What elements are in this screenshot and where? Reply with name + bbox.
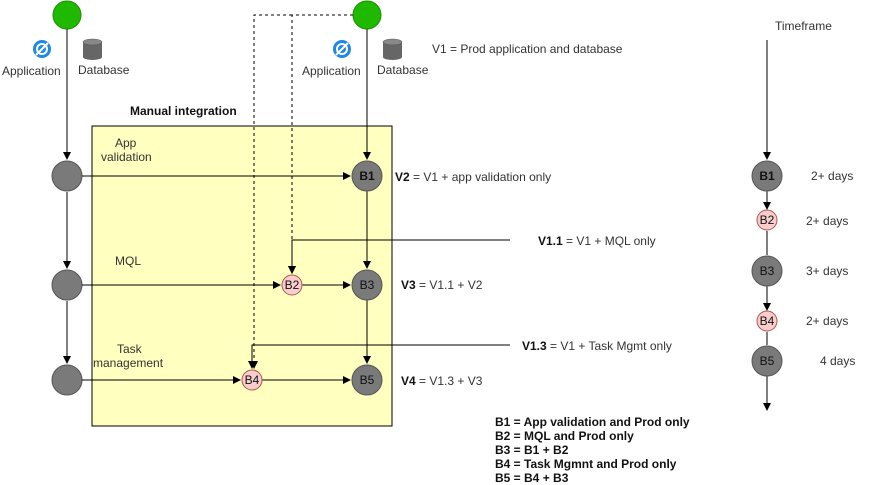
v2-rest: = V1 + app validation only — [410, 170, 551, 184]
v1-legend: V1 = Prod application and database — [432, 42, 623, 56]
v1-3-rest: = V1 + Task Mgmt only — [547, 339, 672, 353]
v4-rest: = V1.3 + V3 — [416, 374, 483, 388]
left-node-row3 — [51, 364, 83, 396]
node-b4 — [241, 369, 263, 391]
database-label-right: Database — [377, 63, 429, 77]
legend-line: B1 = App validation and Prod only — [495, 415, 690, 429]
v1-1-annotation: V1.1 = V1 + MQL only — [538, 234, 656, 248]
timeframe-duration: 2+ days — [806, 314, 848, 328]
application-label-left: Application — [2, 64, 61, 78]
timeframe-node-b1-label: B1 — [759, 169, 775, 183]
start-node-right — [352, 0, 382, 30]
database-icon — [382, 38, 403, 60]
v4-key: V4 — [401, 374, 416, 388]
node-b3 — [351, 269, 383, 301]
timeframe-node-b2 — [756, 209, 778, 231]
node-b2-label: B2 — [285, 278, 300, 292]
v1-1-key: V1.1 — [538, 234, 563, 248]
row-label-mql: MQL — [115, 254, 141, 268]
start-node-left — [52, 0, 82, 30]
v1-3-annotation: V1.3 = V1 + Task Mgmt only — [522, 339, 672, 353]
legend-line: B2 = MQL and Prod only — [495, 429, 634, 443]
timeframe-duration: 2+ days — [811, 169, 853, 183]
application-label-right: Application — [302, 64, 361, 78]
v3-rest: = V1.1 + V2 — [416, 278, 483, 292]
node-b3-label: B3 — [360, 278, 375, 292]
v1-1-connector — [288, 239, 510, 274]
row-label-line: validation — [101, 150, 152, 164]
left-node-row2 — [51, 269, 83, 301]
timeframe-node-b4-label: B4 — [760, 314, 775, 328]
timeframe-node-b5-label: B5 — [760, 354, 775, 368]
legend-line: B3 = B1 + B2 — [495, 443, 569, 457]
timeframe-duration: 4 days — [820, 354, 855, 368]
timeframe-node-b1 — [751, 160, 783, 192]
timeframe-node-b4 — [756, 310, 778, 332]
database-label-left: Database — [78, 63, 130, 77]
v2-key: V2 — [395, 170, 410, 184]
row-label-task-management: management — [93, 356, 164, 370]
node-b4-label: B4 — [245, 373, 260, 387]
timeframe-duration: 2+ days — [806, 214, 848, 228]
v4-annotation: V4 = V1.3 + V3 — [401, 374, 483, 388]
timeframe-node-b3-label: B3 — [760, 264, 775, 278]
row-label-line: App — [115, 136, 137, 150]
node-b5 — [351, 364, 383, 396]
left-node-row1 — [51, 160, 83, 192]
legend-line: B5 = B4 + B3 — [495, 471, 569, 485]
timeframe-title: Timeframe — [775, 19, 832, 33]
timeframe-node-b3 — [751, 255, 783, 287]
row-label-line: management — [93, 356, 164, 370]
legend-line: B4 = Task Mgmnt and Prod only — [495, 457, 677, 471]
node-b5-label: B5 — [360, 373, 375, 387]
v1-3-key: V1.3 — [522, 339, 547, 353]
row-label-task-management: Task — [117, 342, 143, 356]
row-label-line: Task — [117, 342, 143, 356]
v3-key: V3 — [401, 278, 416, 292]
timeframe-node-b5 — [751, 345, 783, 377]
dashed-edge-to-b4 — [250, 14, 292, 369]
application-icon — [333, 40, 351, 58]
node-b2 — [281, 274, 303, 296]
v2-annotation: V2 = V1 + app validation only — [395, 170, 551, 184]
manual-integration-title: Manual integration — [130, 104, 237, 118]
timeframe-node-b2-label: B2 — [760, 213, 775, 227]
v1-3-connector — [248, 344, 510, 369]
database-icon — [82, 38, 103, 60]
v1-1-rest: = V1 + MQL only — [563, 234, 656, 248]
v3-annotation: V3 = V1.1 + V2 — [401, 278, 483, 292]
node-b1-label: B1 — [359, 169, 375, 183]
row-label-app-validation: App — [115, 136, 137, 150]
application-icon — [33, 40, 51, 58]
timeframe-duration: 3+ days — [806, 264, 848, 278]
node-b1 — [351, 160, 383, 192]
row-label-app-validation: validation — [101, 150, 152, 164]
